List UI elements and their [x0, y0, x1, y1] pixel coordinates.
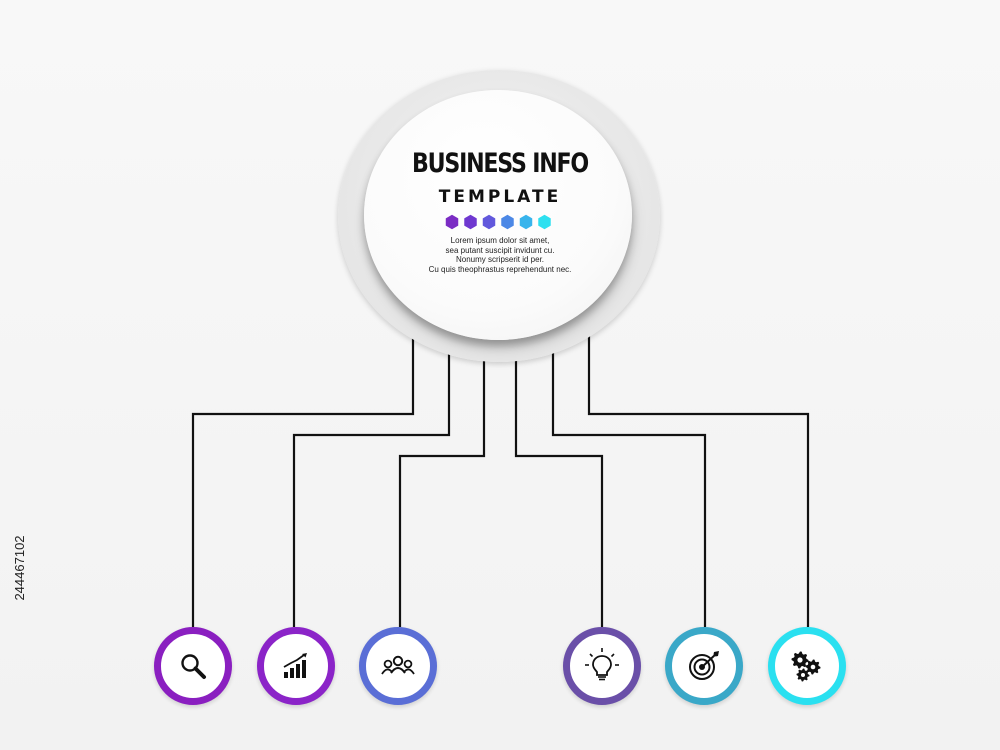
lightbulb-icon — [585, 648, 619, 681]
body-line-4: Cu quis theophrastus reprehendunt nec. — [428, 264, 572, 274]
hexagon-5 — [519, 214, 533, 230]
connector-target — [551, 350, 707, 627]
hexagon-row — [445, 214, 551, 230]
node-team[interactable] — [359, 627, 437, 705]
page-subtitle: TEMPLATE — [438, 187, 562, 207]
connector-gears — [587, 336, 810, 627]
page-title: BUSINESS INFO — [411, 148, 589, 179]
bar-chart-growth-icon — [283, 653, 307, 678]
body-text: Lorem ipsum dolor sit amet, sea putant s… — [378, 236, 622, 274]
connector-idea — [514, 358, 604, 627]
connector-growth — [292, 350, 451, 627]
gears-icon — [791, 651, 821, 682]
body-line-3: Nonumy scripserit id per. — [455, 255, 545, 264]
connector-team — [398, 358, 486, 627]
body-line-2: sea putant suscipit invidunt cu. — [445, 245, 555, 255]
magnifier-icon — [181, 654, 206, 679]
hexagon-3 — [482, 214, 496, 230]
hexagon-1 — [445, 214, 459, 230]
image-id: 244467102 — [12, 535, 27, 601]
central-circle — [364, 90, 632, 340]
hexagon-6 — [538, 214, 551, 230]
target-icon — [689, 651, 719, 680]
node-growth[interactable] — [257, 627, 335, 705]
body-line-1: Lorem ipsum dolor sit amet, — [450, 236, 550, 245]
node-target[interactable] — [665, 627, 743, 705]
node-search[interactable] — [154, 627, 232, 705]
node-gears[interactable] — [768, 627, 846, 705]
hexagon-2 — [464, 214, 477, 230]
team-icon — [381, 655, 415, 675]
connector-search — [191, 336, 415, 627]
hexagon-4 — [501, 214, 514, 230]
node-idea[interactable] — [563, 627, 641, 705]
